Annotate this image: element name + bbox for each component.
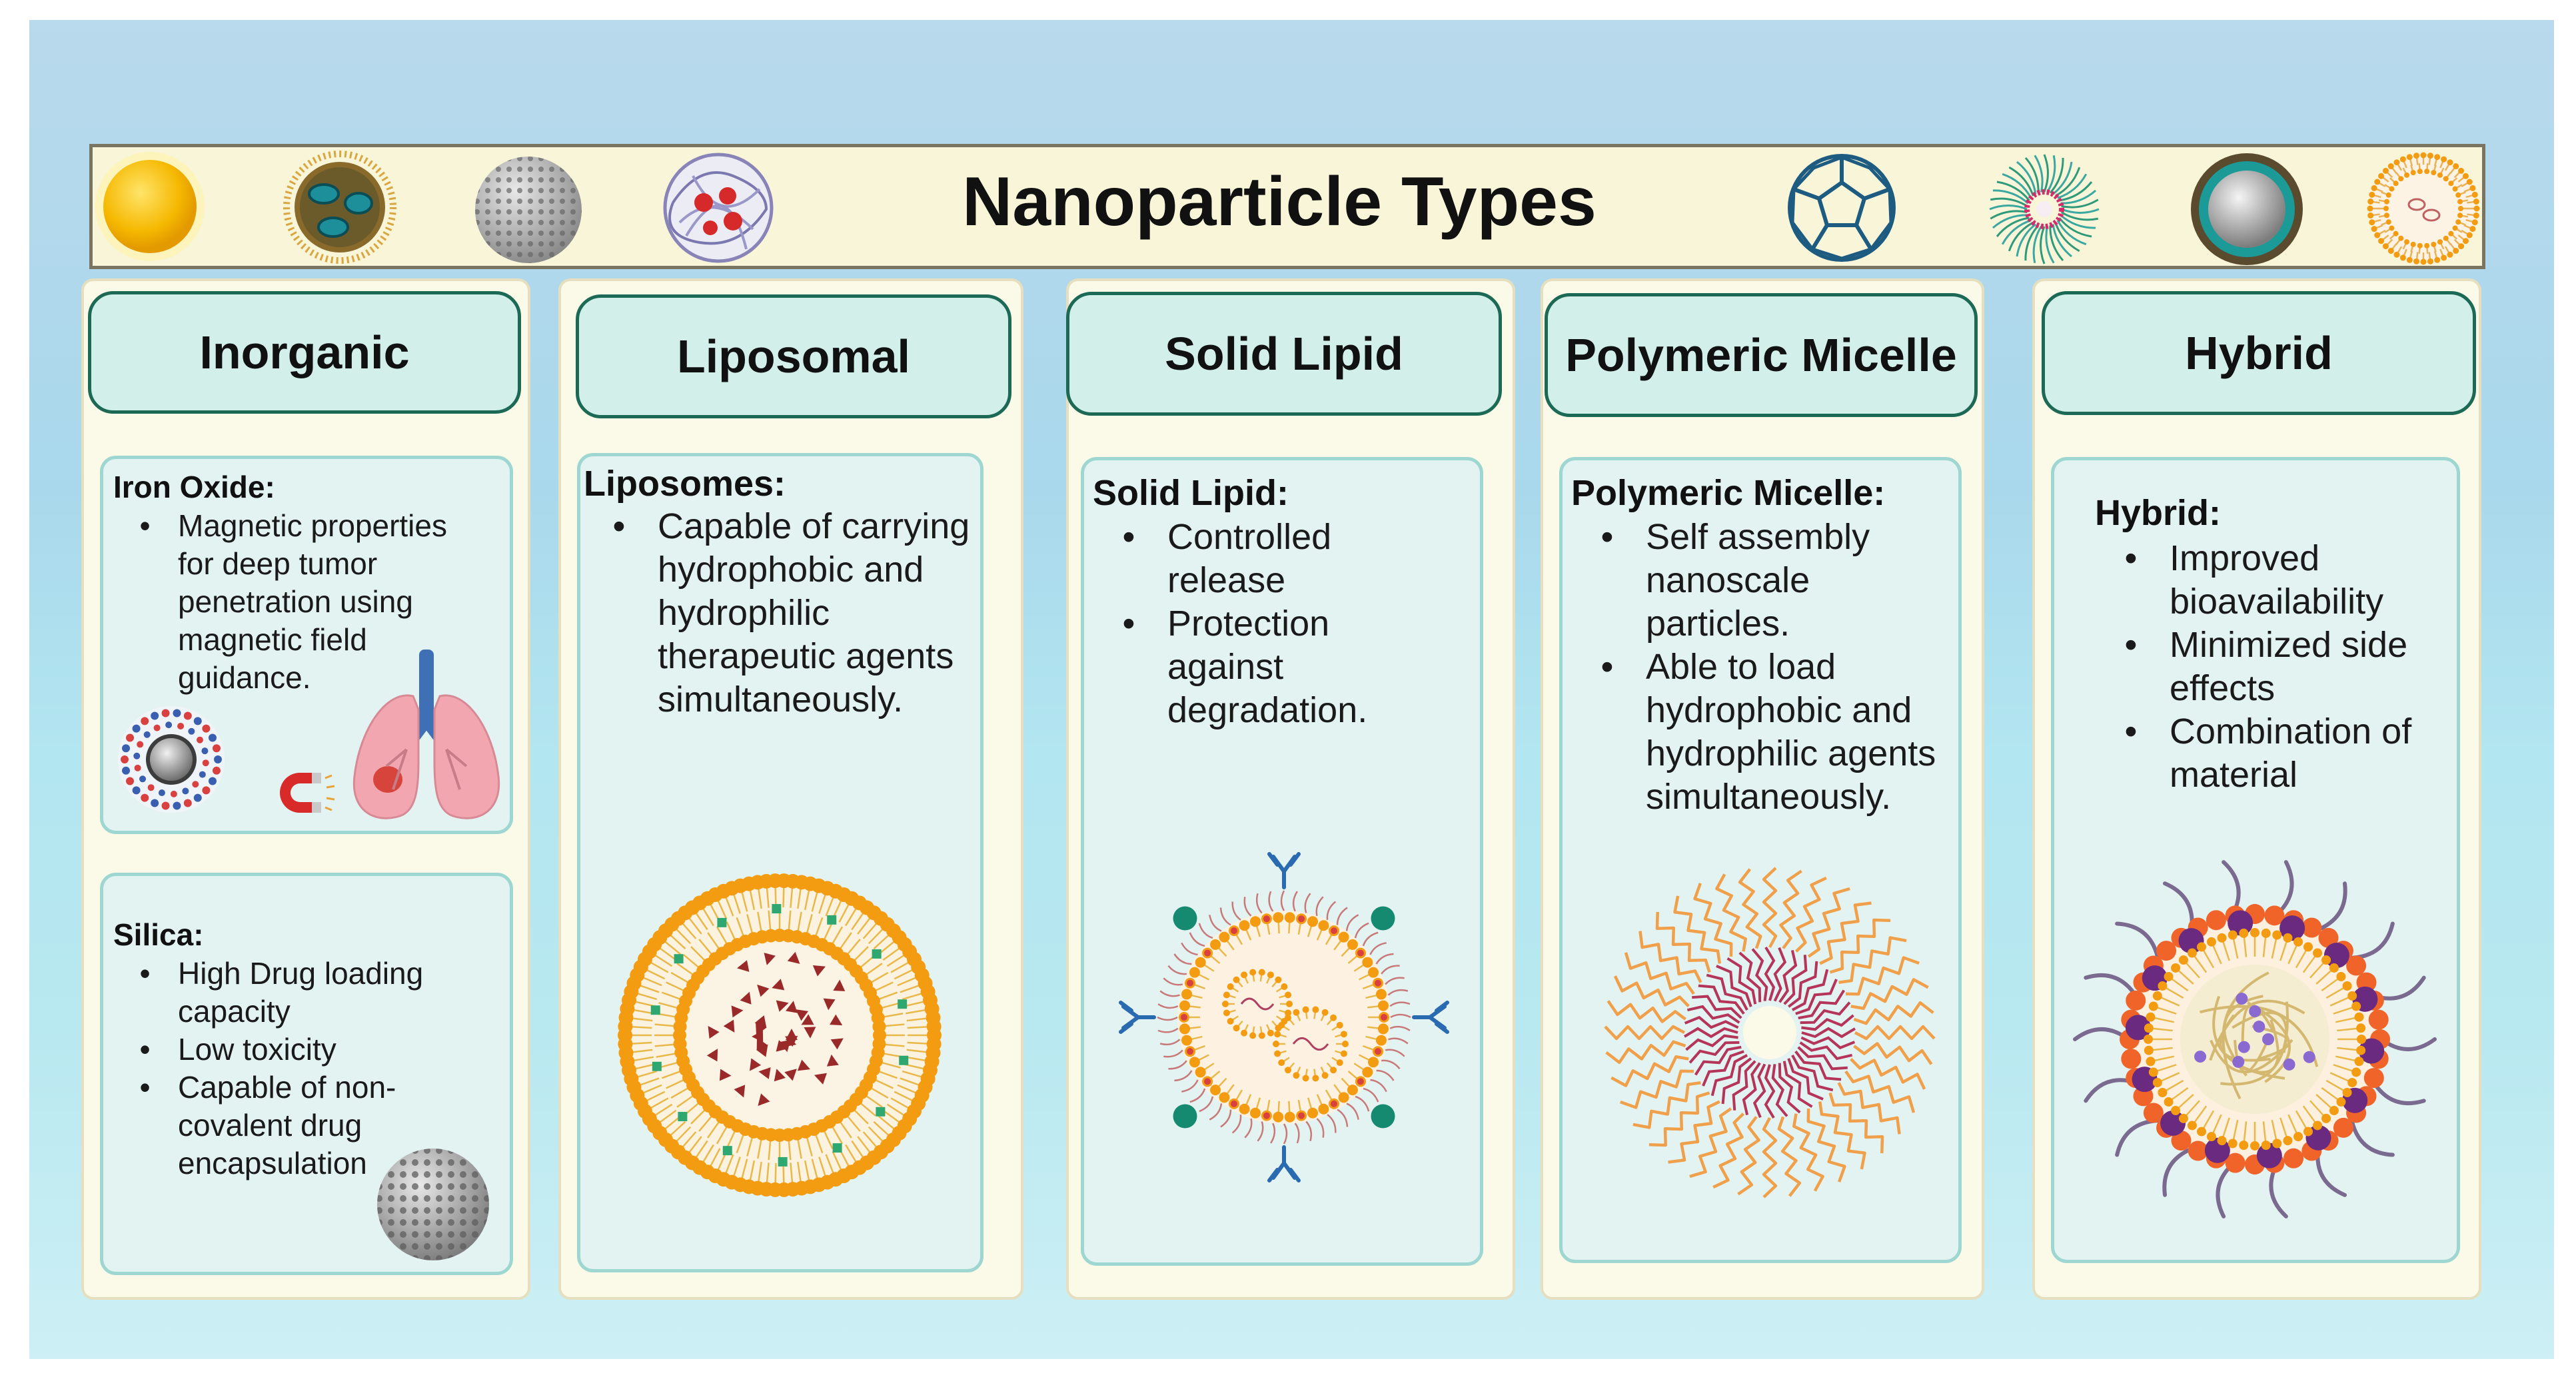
box-title-polymeric-micelle: Polymeric Micelle: [1571,473,1886,513]
bullet-list-liposomes: Capable of carrying hydrophobic and hydr… [613,505,983,721]
box-title-iron-oxide: Iron Oxide: [113,470,275,504]
core-shell-nanoparticle-icon [2191,153,2303,265]
box-title-liposomes: Liposomes: [584,464,786,504]
list-item: Capable of non-covalent drug encapsulati… [140,1069,444,1182]
polymeric-micelle-illustration [1604,867,1936,1198]
list-item: Able to load hydrophobic and hydrophilic… [1601,646,1952,819]
mesoporous-silica-icon [475,157,582,263]
dendrimer-icon [1989,154,2100,264]
polymer-nanoparticle-icon [663,153,774,263]
header-polymeric-micelle: Polymeric Micelle [1545,293,1978,417]
header-hybrid: Hybrid [2042,291,2476,415]
bullet-list-silica: High Drug loading capacity Low toxicity … [140,955,444,1182]
list-item: Combination of material [2125,710,2449,797]
list-item: Capable of carrying hydrophobic and hydr… [613,505,983,721]
iron-oxide-particle-illustration [118,706,225,813]
liposome-icon [2367,152,2480,265]
bullet-list-solid-lipid: Controlled release Protection against de… [1123,516,1434,732]
list-item: Minimized side effects [2125,624,2449,710]
liposome-illustration [618,873,942,1197]
list-item: Improved bioavailability [2125,537,2449,624]
page-title: Nanoparticle Types [962,163,1597,240]
bullet-list-polymeric-micelle: Self assembly nanoscale particles. Able … [1601,516,1952,819]
silica-nanoparticle-illustration [377,1149,489,1260]
header-liposomal: Liposomal [576,294,1011,418]
fullerene-icon [1788,154,1896,262]
box-title-solid-lipid: Solid Lipid: [1093,473,1289,513]
hybrid-nanoparticle-illustration [2073,860,2437,1218]
bullet-list-iron-oxide: Magnetic properties for deep tumor penet… [140,507,491,697]
magnet-icon [280,773,335,813]
header-inorganic: Inorganic [88,291,521,414]
header-solid-lipid: Solid Lipid [1066,292,1502,416]
lungs-illustration [352,650,500,819]
list-item: Low toxicity [140,1031,444,1069]
bullet-list-hybrid: Improved bioavailability Minimized side … [2125,537,2449,797]
list-item: High Drug loading capacity [140,955,444,1031]
iron-oxide-nanoparticle-icon [283,151,396,264]
list-item: Magnetic properties for deep tumor penet… [140,507,491,697]
gold-nanoparticle-icon [95,152,205,261]
solid-lipid-nanoparticle-illustration [1119,852,1449,1182]
list-item: Protection against degradation. [1123,602,1434,732]
list-item: Controlled release [1123,516,1434,602]
box-title-silica: Silica: [113,917,204,952]
box-polymeric-micelle [1559,457,1962,1263]
list-item: Self assembly nanoscale particles. [1601,516,1952,646]
box-title-hybrid: Hybrid: [2095,493,2221,533]
